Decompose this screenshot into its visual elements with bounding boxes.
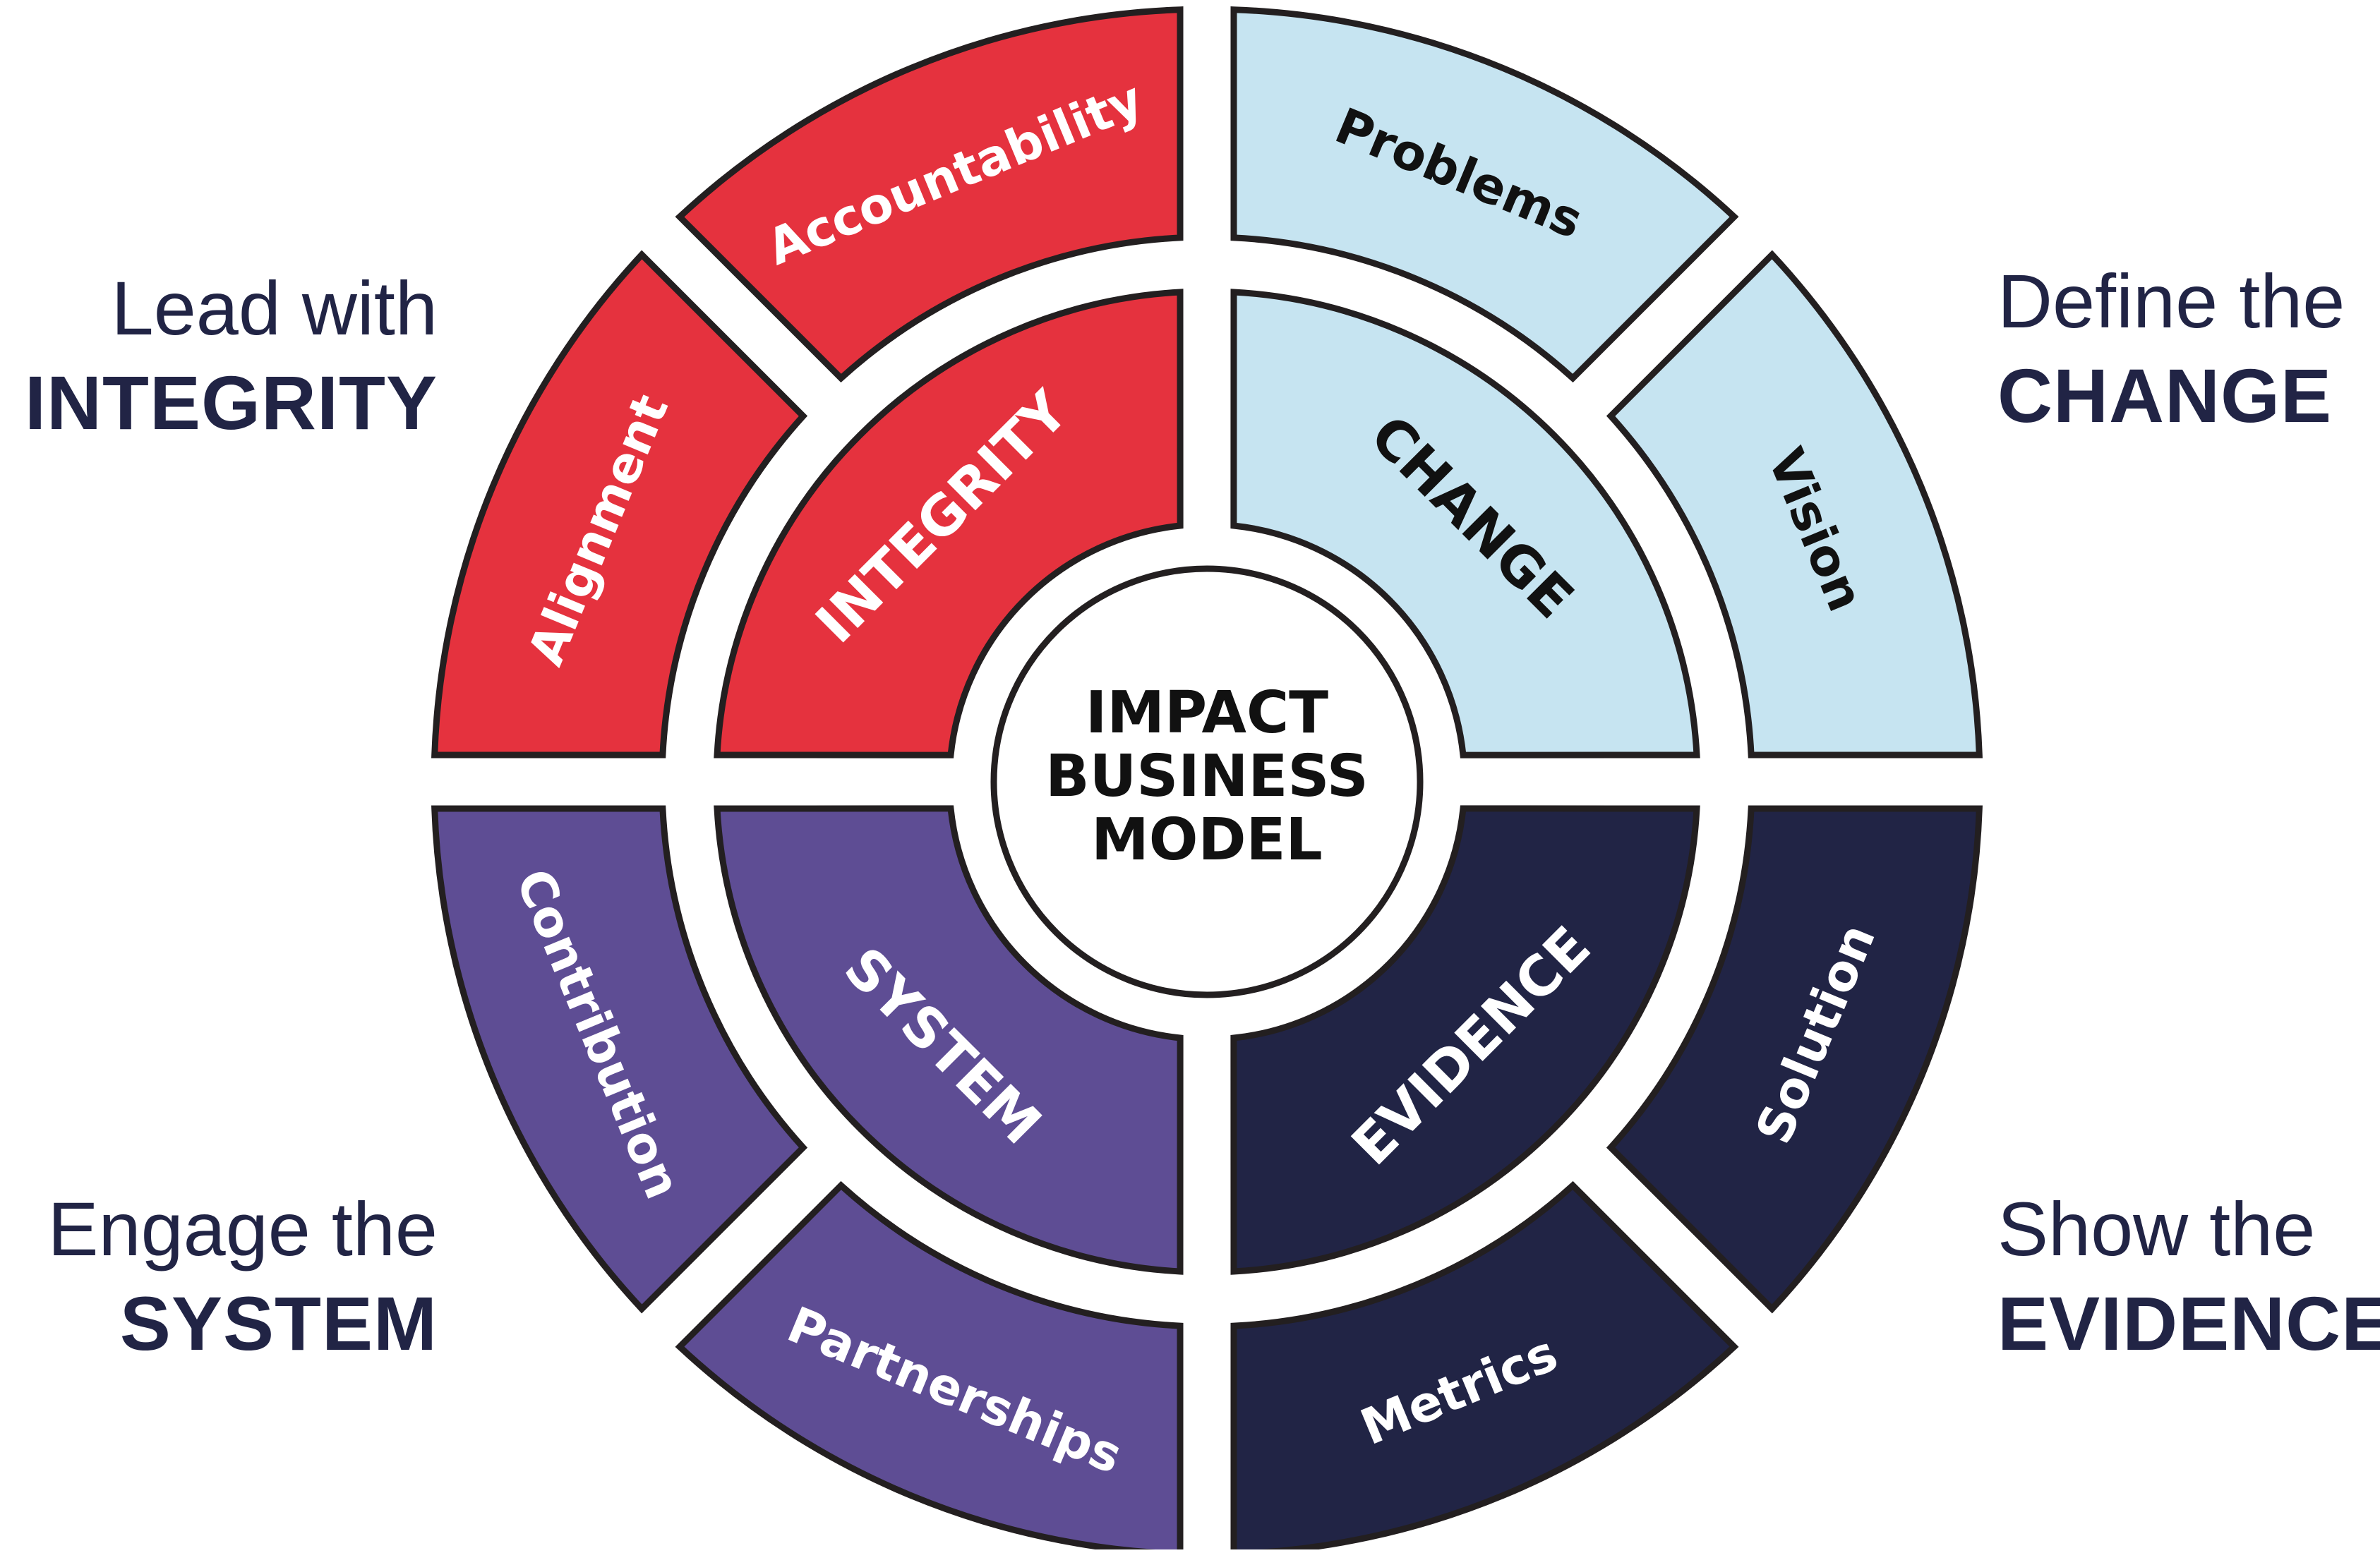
inner-segment-system	[714, 805, 1184, 1275]
corner-integrity-line2: INTEGRITY	[24, 359, 438, 445]
inner-segment-evidence	[1230, 805, 1700, 1275]
corner-system: Engage the SYSTEM	[48, 1182, 438, 1371]
corner-change: Define the CHANGE	[1997, 254, 2345, 443]
center-circle	[990, 565, 1424, 998]
corner-change-line2: CHANGE	[1997, 352, 2333, 438]
center-line-1: IMPACT	[1086, 679, 1328, 747]
outer-segment-integrity-a	[431, 250, 808, 759]
corner-evidence-line2: EVIDENCE	[1997, 1280, 2380, 1366]
corner-change-line1: Define the	[1997, 258, 2345, 344]
center-line-3: MODEL	[1091, 806, 1323, 874]
outer-segment-change-b	[1606, 250, 1983, 759]
outer-segment-integrity-b	[675, 6, 1184, 383]
inner-segment-change	[1230, 289, 1700, 759]
corner-system-line1: Engage the	[47, 1186, 438, 1271]
corner-system-line2: SYSTEM	[119, 1280, 438, 1366]
outer-segment-system-a	[675, 1180, 1184, 1553]
corner-integrity: Lead with INTEGRITY	[25, 261, 438, 450]
corner-evidence: Show the EVIDENCE	[1997, 1182, 2380, 1371]
inner-segment-integrity	[714, 289, 1184, 759]
outer-segment-system-b	[431, 805, 808, 1314]
corner-integrity-line1: Lead with	[111, 265, 438, 351]
outer-segment-change-a	[1230, 6, 1739, 383]
center-line-2: BUSINESS	[1045, 743, 1369, 810]
corner-evidence-line1: Show the	[1997, 1186, 2316, 1271]
outer-segment-evidence-b	[1230, 1180, 1739, 1553]
outer-segment-evidence-a	[1606, 805, 1983, 1314]
